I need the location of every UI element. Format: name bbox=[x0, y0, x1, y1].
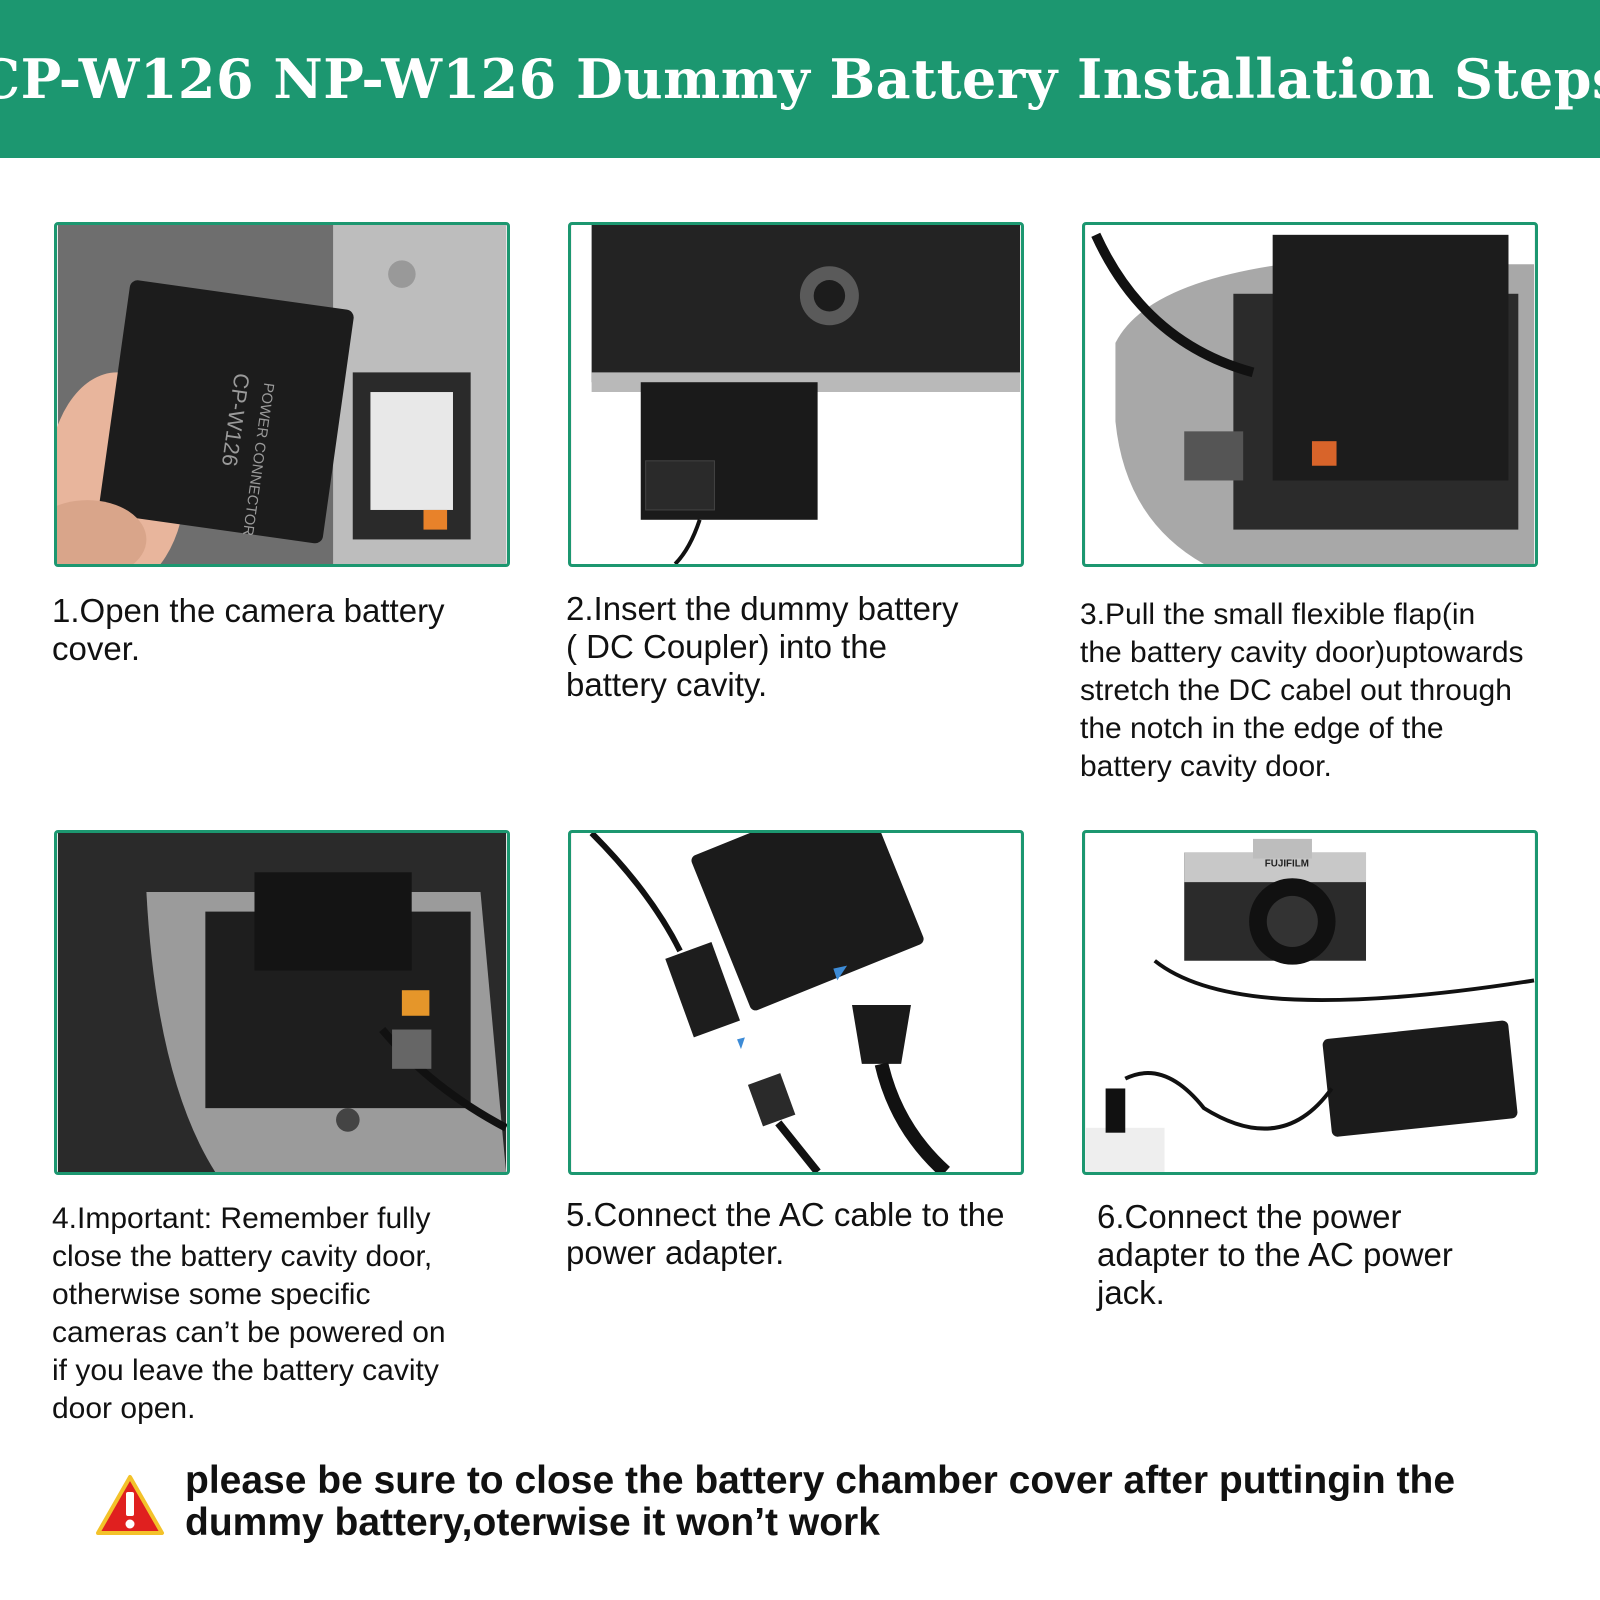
step-6-illustration: FUJIFILM bbox=[1085, 833, 1535, 1172]
step-6-caption: 6.Connect the power adapter to the AC po… bbox=[1097, 1198, 1453, 1311]
step-1-caption: 1.Open the camera battery cover. bbox=[52, 592, 445, 667]
step-5-caption: 5.Connect the AC cable to the power adap… bbox=[566, 1196, 1005, 1271]
step-1-illustration: POWER CONNECTOR CP-W126 bbox=[57, 225, 507, 564]
step-6-image: FUJIFILM bbox=[1082, 830, 1538, 1175]
step-3-image bbox=[1082, 222, 1538, 567]
step-3-caption: 3.Pull the small flexible flap(in the ba… bbox=[1080, 598, 1524, 783]
step-4-caption: 4.Important: Remember fully close the ba… bbox=[52, 1202, 446, 1425]
step-2-image bbox=[568, 222, 1024, 567]
warning-notice: please be sure to close the battery cham… bbox=[95, 1460, 1575, 1560]
step-2-caption: 2.Insert the dummy battery ( DC Coupler)… bbox=[566, 590, 959, 703]
warning-text: please be sure to close the battery cham… bbox=[185, 1459, 1456, 1544]
step-1-image: POWER CONNECTOR CP-W126 bbox=[54, 222, 510, 567]
step-4-illustration bbox=[57, 833, 507, 1172]
header-banner: CP-W126 NP-W126 Dummy Battery Installati… bbox=[0, 0, 1600, 158]
step-2-illustration bbox=[571, 225, 1021, 564]
step-3-illustration bbox=[1085, 225, 1535, 564]
step-5-image bbox=[568, 830, 1024, 1175]
step-5-illustration bbox=[571, 833, 1021, 1172]
step-4-image bbox=[54, 830, 510, 1175]
page-title: CP-W126 NP-W126 Dummy Battery Installati… bbox=[0, 47, 1600, 111]
warning-triangle-icon bbox=[96, 1475, 164, 1535]
camera-brand-label: FUJIFILM bbox=[1265, 858, 1309, 869]
